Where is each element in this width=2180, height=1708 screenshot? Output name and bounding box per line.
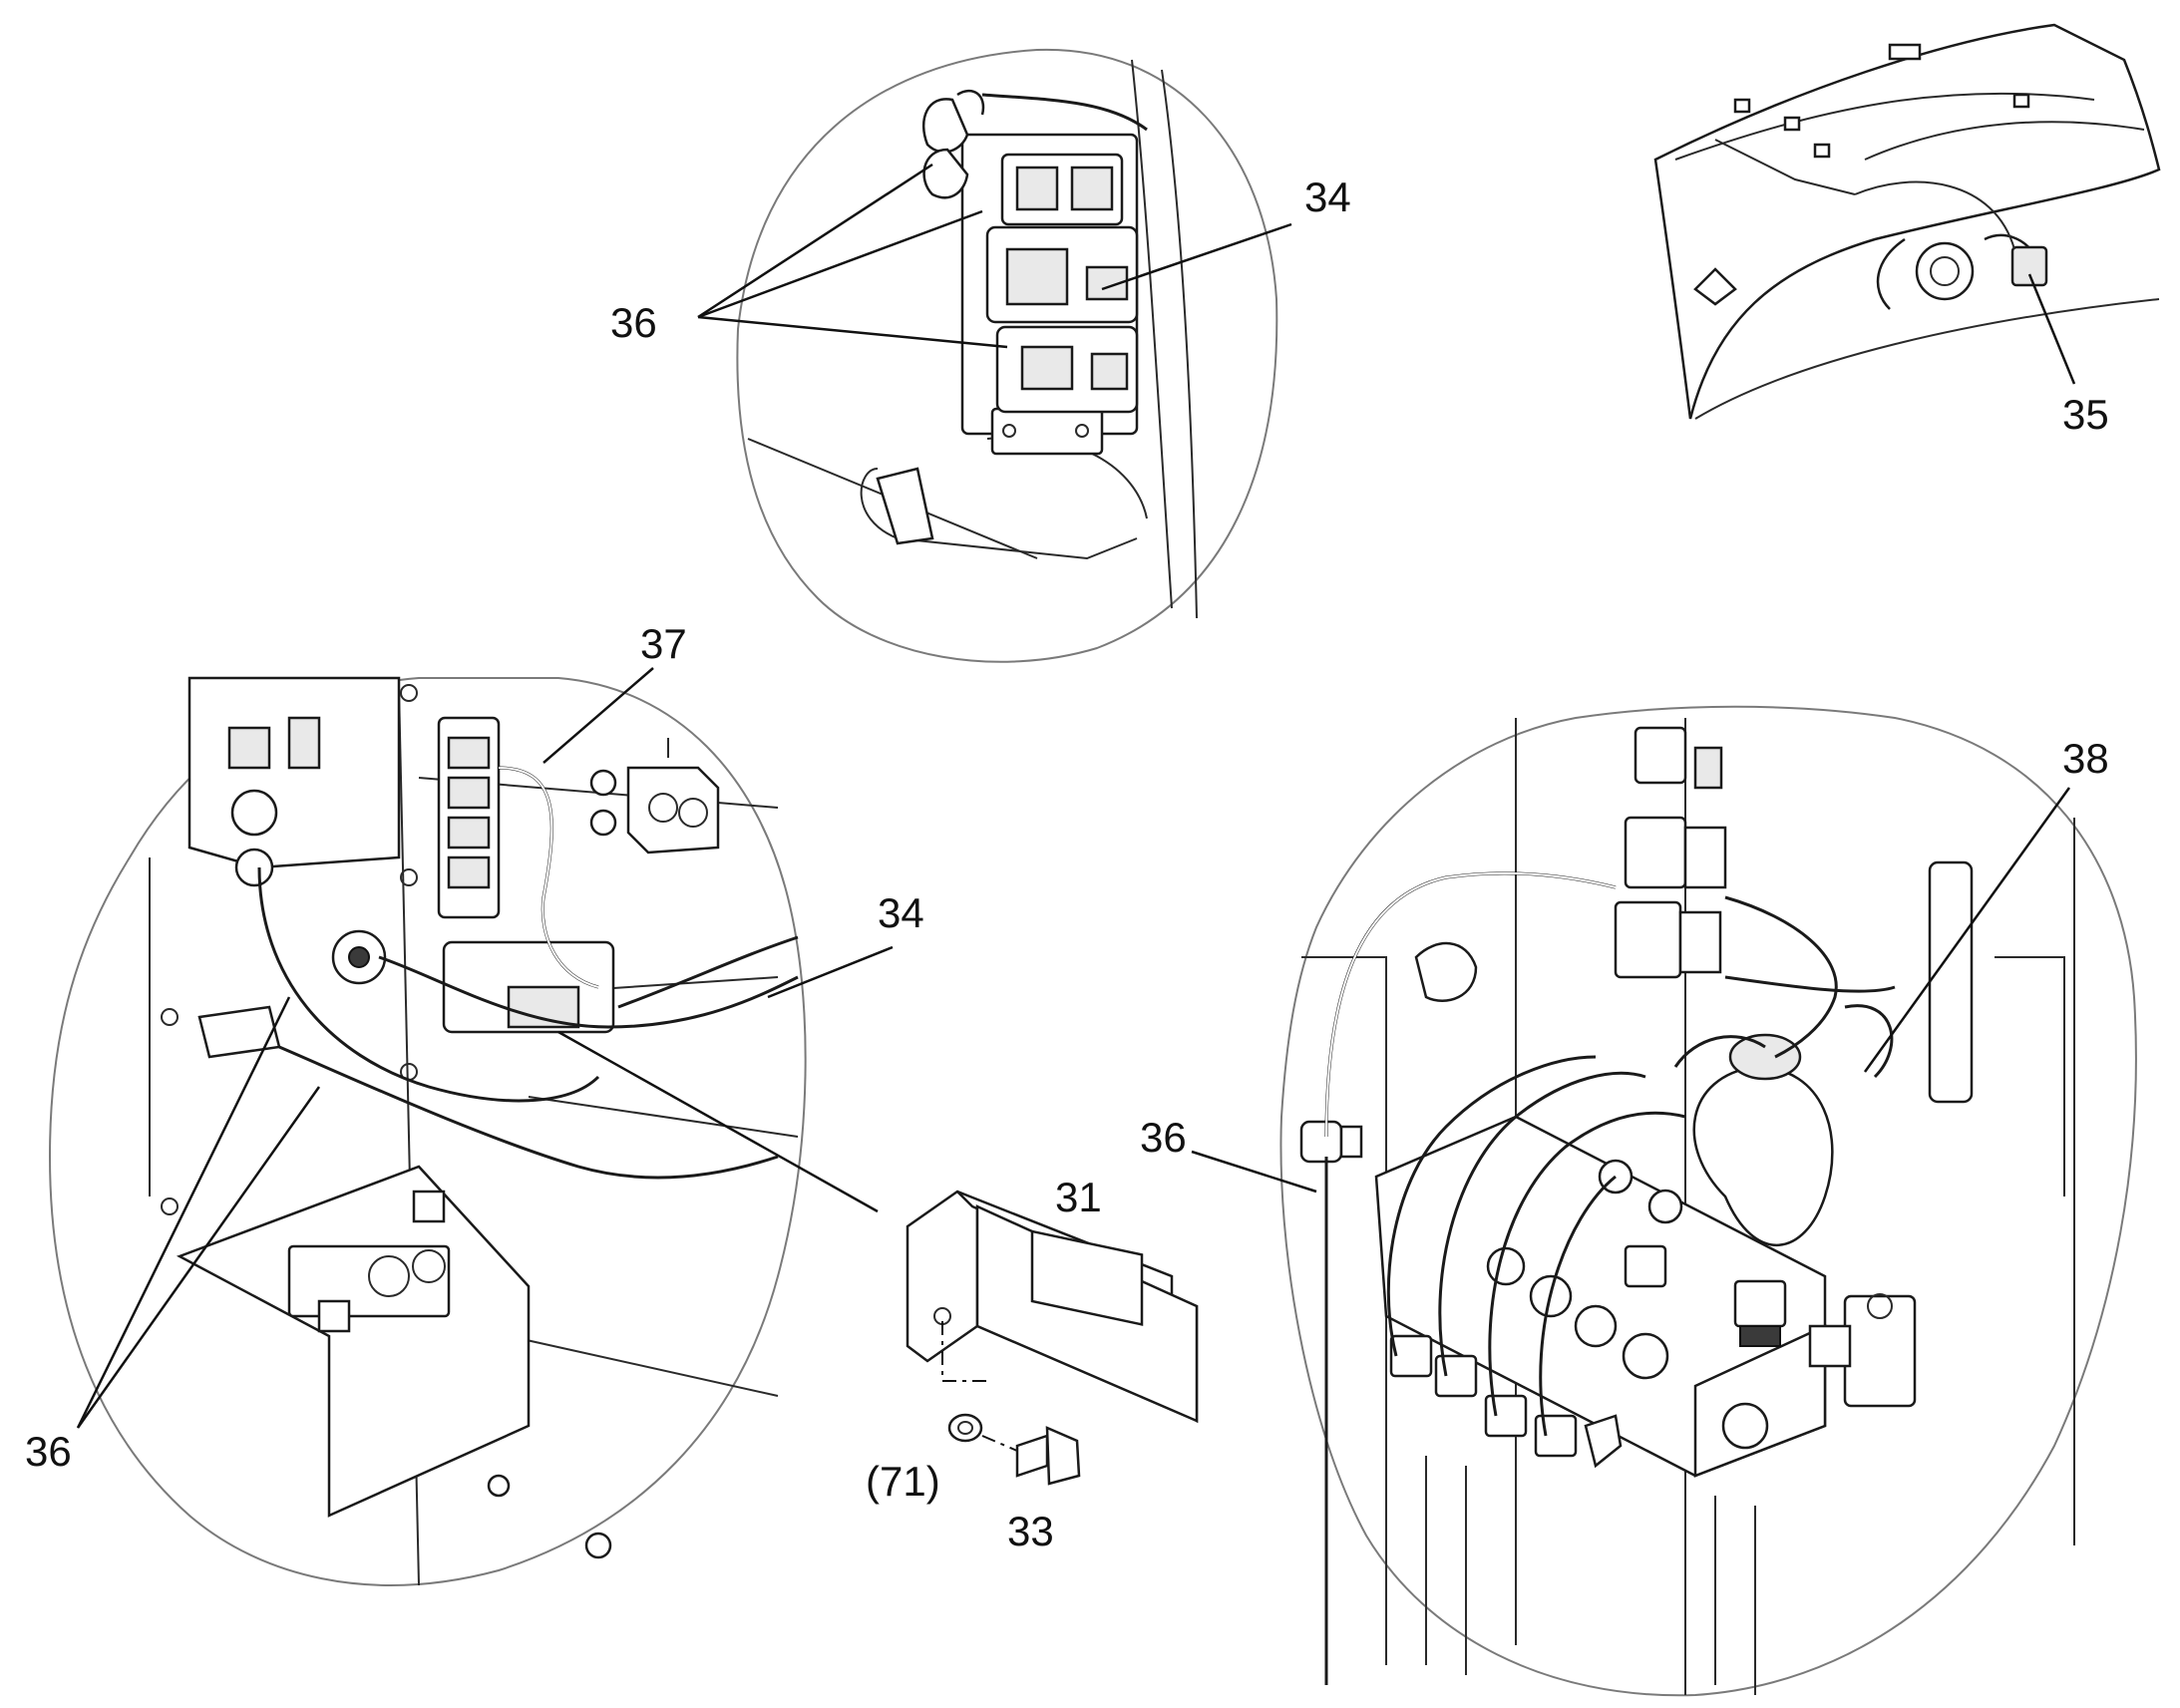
detail-wiring-harness xyxy=(48,676,807,1586)
assembly-axis-2 xyxy=(981,1435,1018,1452)
washer xyxy=(947,1413,983,1443)
leaders-left xyxy=(76,667,894,1429)
callout-36-left: 36 xyxy=(25,1428,72,1475)
callout-37: 37 xyxy=(640,620,687,667)
callout-35: 35 xyxy=(2062,391,2109,438)
callout-71: (71) xyxy=(866,1458,940,1505)
leaders-top xyxy=(697,163,1292,349)
assembly-axis xyxy=(941,1321,987,1382)
leaders-right xyxy=(1191,787,2071,1194)
detail-hydraulic-block xyxy=(1279,705,2137,1697)
callout-34-top: 34 xyxy=(1304,173,1351,220)
detail-cab-cover xyxy=(1653,23,2161,420)
callout-34-left: 34 xyxy=(878,889,924,936)
detail-connector-block xyxy=(736,48,1278,663)
mounting-bracket xyxy=(906,1190,1199,1424)
leader-35 xyxy=(2027,273,2076,385)
bolt xyxy=(1015,1426,1081,1486)
callout-33: 33 xyxy=(1007,1508,1054,1554)
callout-38: 38 xyxy=(2062,735,2109,782)
callout-31: 31 xyxy=(1055,1174,1102,1220)
callout-36-top: 36 xyxy=(610,299,657,346)
callout-36-right: 36 xyxy=(1140,1114,1187,1161)
